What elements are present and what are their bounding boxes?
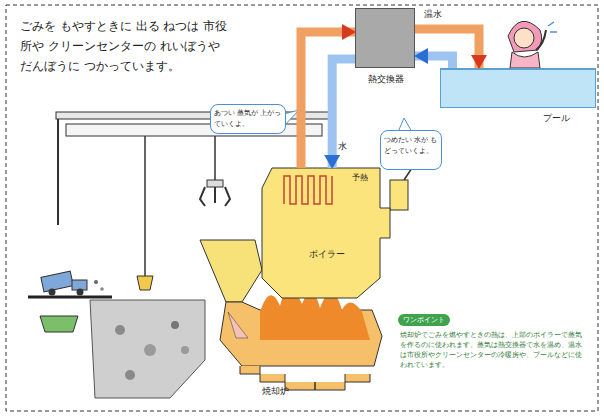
node-label: ワンポイント bbox=[398, 314, 450, 326]
pool: プール bbox=[440, 68, 596, 108]
boiler-shape bbox=[262, 168, 390, 298]
node-label: 熱交換器 bbox=[348, 73, 424, 86]
note-box: ワンポイント焼却炉でごみを燃やすときの熱は、上部のボイラーで蒸気を作るのに使われ… bbox=[396, 312, 590, 396]
part-label: 予熱 bbox=[352, 172, 368, 183]
crane-bucket bbox=[137, 276, 153, 290]
node-label: 焼却炉 bbox=[240, 385, 310, 398]
node-label: ボイラー bbox=[292, 248, 362, 261]
garbage bbox=[181, 346, 189, 354]
callout-pointer bbox=[284, 110, 299, 126]
girl-arm bbox=[536, 30, 546, 50]
description-text: ごみを もやすときに 出る ねつは 市役所や クリーンセンターの れいぼうや だ… bbox=[20, 16, 235, 76]
boiler-drum bbox=[390, 180, 408, 210]
trash-bin bbox=[40, 316, 78, 332]
incinerator-shape bbox=[260, 288, 370, 340]
crane-cable bbox=[214, 136, 216, 181]
dashed-frame bbox=[6, 5, 598, 411]
node-label: プール bbox=[521, 112, 591, 125]
road bbox=[28, 296, 112, 299]
incinerator-shape bbox=[200, 240, 262, 302]
garbage bbox=[125, 370, 135, 380]
girl-hair bbox=[508, 21, 542, 52]
garbage bbox=[171, 321, 179, 329]
crane-grab-claw bbox=[200, 187, 230, 206]
pipe-connector bbox=[415, 29, 479, 68]
pipe-connector bbox=[301, 32, 355, 168]
falling-trash bbox=[94, 280, 98, 284]
truck-wheel bbox=[49, 289, 56, 296]
incinerator-shape bbox=[228, 312, 248, 338]
crane-grab-head bbox=[207, 180, 223, 187]
callout-bubble: つめたい 水が もどっていくよ。 bbox=[380, 130, 442, 170]
incinerator-shape bbox=[240, 366, 370, 390]
garbage bbox=[115, 325, 125, 335]
node-label: あつい 蒸気が 上がっていくよ。 bbox=[214, 108, 282, 130]
truck-cab bbox=[72, 280, 87, 290]
pipe-label: 温水 bbox=[424, 8, 442, 21]
garbage-pit bbox=[90, 300, 205, 398]
crane-leg bbox=[57, 119, 59, 225]
splash bbox=[548, 22, 557, 32]
pipe-label: 水 bbox=[338, 140, 347, 153]
falling-trash bbox=[100, 287, 104, 291]
girl-body bbox=[510, 52, 540, 68]
crane-cable bbox=[144, 136, 146, 276]
crane-leg bbox=[329, 119, 331, 160]
pipe-connector bbox=[332, 59, 355, 168]
callout-bubble: あつい 蒸気が 上がっていくよ。 bbox=[210, 104, 286, 134]
boiler-outline bbox=[262, 168, 392, 298]
pipe-connector bbox=[415, 56, 452, 68]
node-body: 焼却炉でごみを燃やすときの熱は、上部のボイラーで蒸気を作るのに使われます。蒸気は… bbox=[400, 330, 586, 370]
boiler-shape bbox=[284, 176, 332, 204]
node-label: つめたい 水が もどっていくよ。 bbox=[384, 135, 438, 157]
boiler: ボイラー bbox=[262, 168, 392, 298]
garbage bbox=[144, 344, 156, 356]
heat-exchanger: 熱交換器 bbox=[355, 8, 415, 68]
truck-body bbox=[41, 271, 73, 292]
girl-face bbox=[514, 28, 534, 48]
truck-wheel bbox=[77, 289, 84, 296]
